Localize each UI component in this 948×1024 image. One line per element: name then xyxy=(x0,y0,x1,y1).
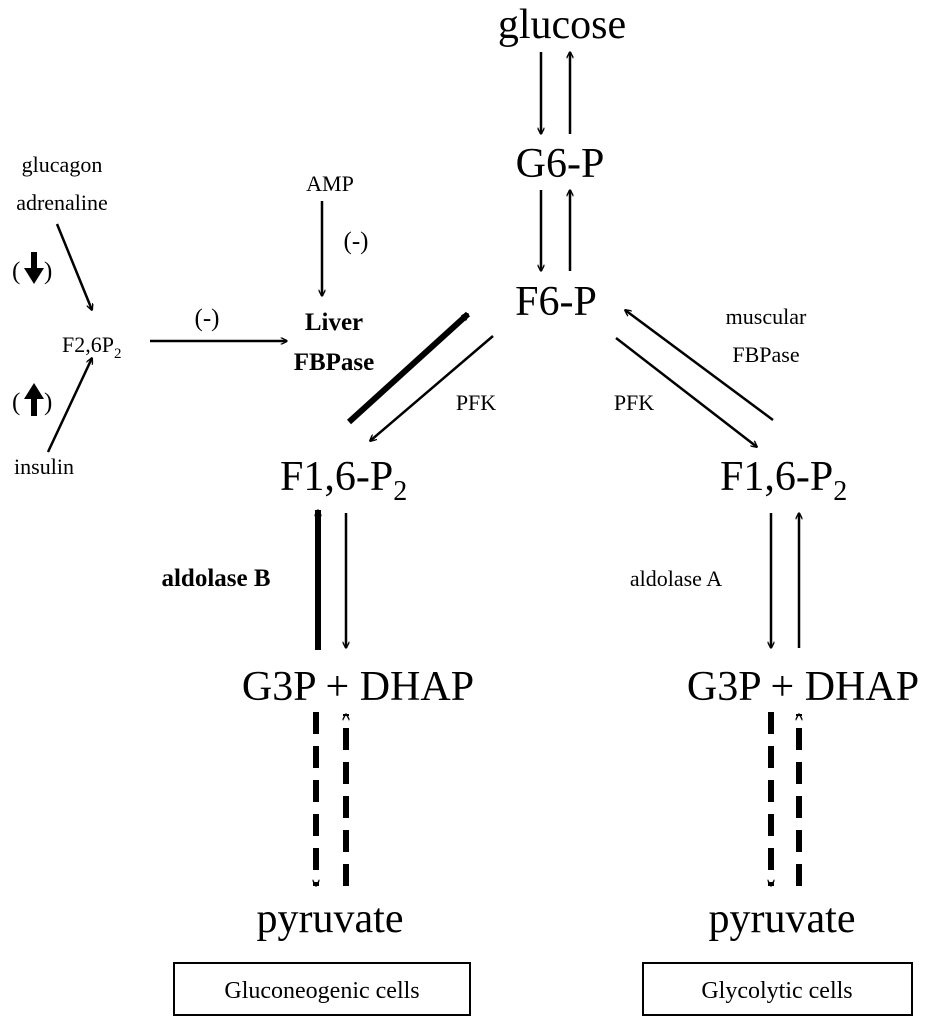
liver-label: Liver xyxy=(305,309,363,336)
pyruvate-left-label: pyruvate xyxy=(257,896,404,942)
f16p2-left-sub: 2 xyxy=(393,476,407,507)
muscular-fbpase-label: FBPase xyxy=(732,342,799,367)
liver-fbpase-label: FBPase xyxy=(294,349,375,376)
svg-text:F1,6-P2: F1,6-P2 xyxy=(720,454,847,507)
increase-open-paren: ( xyxy=(12,389,20,416)
muscular-label: muscular xyxy=(726,304,807,329)
f16p2-left-main: F1,6-P xyxy=(280,454,393,500)
f6p-label: F6-P xyxy=(515,279,597,325)
up-arrow-icon xyxy=(24,383,44,416)
pfk-right-arrow xyxy=(615,337,757,447)
gluconeogenic-cells-label: Gluconeogenic cells xyxy=(224,978,419,1004)
f16p2-right-main: F1,6-P xyxy=(720,454,833,500)
pyruvate-right-label: pyruvate xyxy=(709,896,856,942)
liver-fbpase-arrow xyxy=(346,311,471,425)
down-arrow-icon xyxy=(24,252,44,284)
muscular-fbpase-arrow xyxy=(625,310,774,422)
f26p2-inhibition-label: (-) xyxy=(195,305,220,332)
decrease-symbol: ( ) xyxy=(12,252,52,285)
insulin-to-f26p2-arrow xyxy=(46,358,92,453)
g6p-label: G6-P xyxy=(516,141,605,187)
amp-inhibition-label: (-) xyxy=(344,228,369,255)
f26p2-main: F2,6P xyxy=(62,332,114,357)
pfk-right-label: PFK xyxy=(614,390,654,415)
g3p-dhap-right-label: G3P + DHAP xyxy=(687,664,919,710)
g3p-dhap-left-label: G3P + DHAP xyxy=(242,664,474,710)
glucagon-label: glucagon xyxy=(22,152,103,177)
adrenaline-label: adrenaline xyxy=(16,190,108,215)
decrease-open-paren: ( xyxy=(12,258,20,285)
f16p2-right-label: F1,6-P2 xyxy=(720,454,847,507)
f26p2-label: F2,6P2 xyxy=(62,332,121,362)
amp-label: AMP xyxy=(306,171,354,196)
svg-text:F1,6-P2: F1,6-P2 xyxy=(280,454,407,507)
glucagon-to-f26p2-arrow xyxy=(55,223,92,310)
gluconeogenic-cells-box: Gluconeogenic cells xyxy=(173,962,471,1016)
f26p2-sub: 2 xyxy=(114,346,122,362)
pfk-left-label: PFK xyxy=(456,390,496,415)
f16p2-left-label: F1,6-P2 xyxy=(280,454,407,507)
glycolytic-cells-box: Glycolytic cells xyxy=(642,962,913,1016)
decrease-close-paren: ) xyxy=(44,258,52,285)
increase-close-paren: ) xyxy=(44,389,52,416)
insulin-label: insulin xyxy=(14,454,74,479)
pfk-left-arrow xyxy=(370,335,494,441)
glucose-label: glucose xyxy=(498,2,626,48)
aldolase-a-label: aldolase A xyxy=(630,566,722,591)
f16p2-right-sub: 2 xyxy=(833,476,847,507)
svg-text:F2,6P2: F2,6P2 xyxy=(62,332,121,362)
increase-symbol: ( ) xyxy=(12,383,52,416)
glycolytic-cells-label: Glycolytic cells xyxy=(701,978,852,1004)
aldolase-b-label: aldolase B xyxy=(161,565,270,592)
